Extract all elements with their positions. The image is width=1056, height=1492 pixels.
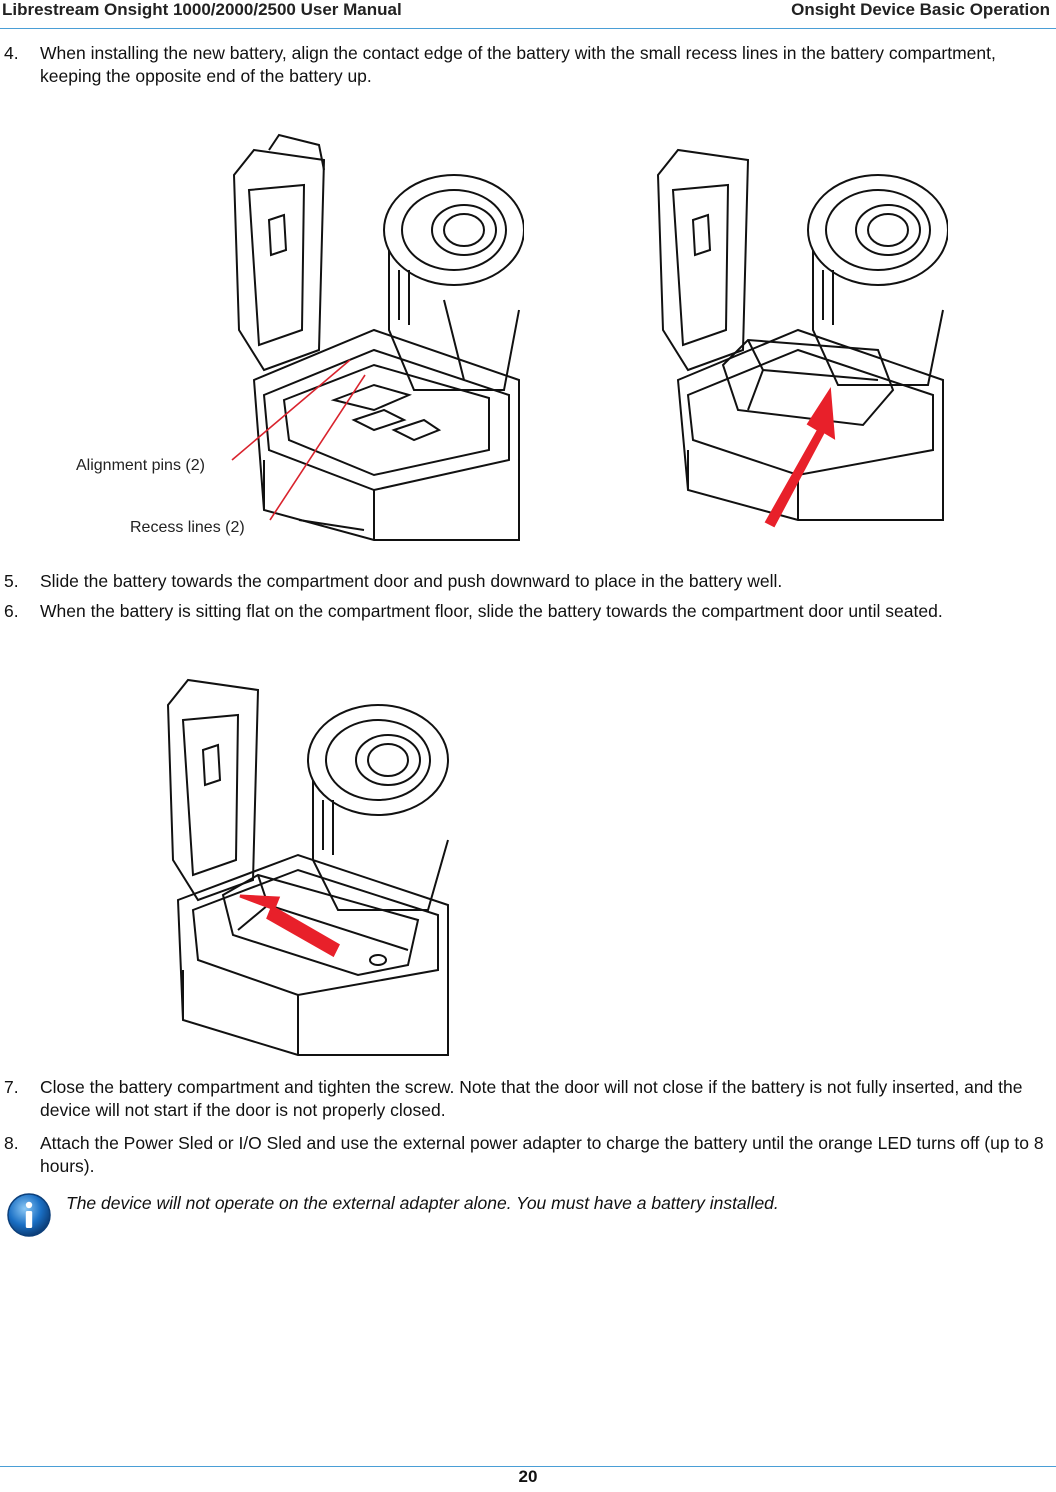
step-text: Slide the battery towards the compartmen… (40, 571, 783, 591)
direction-arrow (764, 386, 836, 528)
step-4: 4. When installing the new battery, alig… (4, 42, 1052, 88)
section-title: Onsight Device Basic Operation (791, 0, 1050, 19)
step-number: 6. (4, 601, 19, 621)
step-text: When installing the new battery, align t… (40, 43, 996, 86)
page-footer: 20 (0, 1466, 1056, 1492)
page-header: Librestream Onsight 1000/2000/2500 User … (0, 0, 1056, 29)
note-text: The device will not operate on the exter… (66, 1193, 779, 1213)
step-7: 7. Close the battery compartment and tig… (4, 1076, 1052, 1122)
step-number: 7. (4, 1077, 19, 1097)
step-text: When the battery is sitting flat on the … (40, 601, 943, 621)
battery-insert-angled-illustration (648, 130, 948, 530)
callout-lines (0, 330, 420, 540)
step-text: Close the battery compartment and tighte… (40, 1077, 1023, 1120)
battery-seated-illustration (158, 660, 453, 1060)
step-5: 5. Slide the battery towards the compart… (4, 570, 1052, 593)
step-number: 5. (4, 571, 19, 591)
callout-alignment-pins: Alignment pins (2) (76, 457, 205, 474)
manual-title: Librestream Onsight 1000/2000/2500 User … (2, 0, 402, 19)
battery-compartment-empty-illustration (224, 130, 524, 550)
page-number: 20 (518, 1467, 538, 1486)
callout-recess-lines: Recess lines (2) (130, 519, 245, 536)
step-text: Attach the Power Sled or I/O Sled and us… (40, 1133, 1044, 1176)
step-6: 6. When the battery is sitting flat on t… (4, 600, 1052, 623)
step-number: 8. (4, 1133, 19, 1153)
info-icon (6, 1192, 52, 1238)
step-8: 8. Attach the Power Sled or I/O Sled and… (4, 1132, 1052, 1178)
direction-arrow (239, 894, 340, 958)
step-number: 4. (4, 43, 19, 63)
